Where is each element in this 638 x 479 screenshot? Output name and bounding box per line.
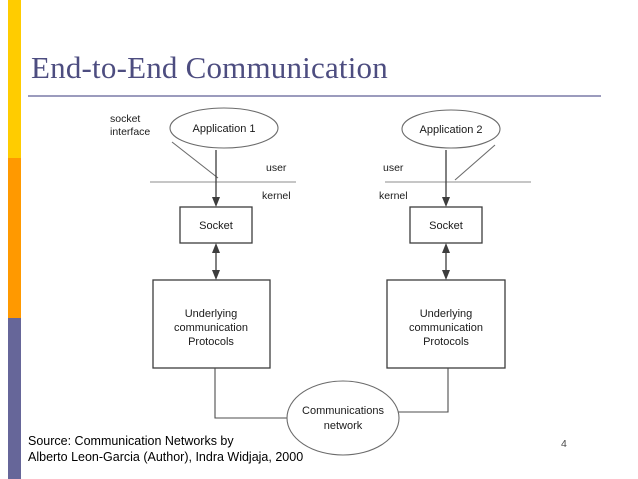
left-socket-box — [179, 206, 253, 244]
left-app-to-socket-arrow-head — [212, 197, 220, 207]
title-divider — [28, 95, 601, 97]
accent-segment-orange — [8, 158, 21, 318]
right-socket-label: Socket — [429, 220, 463, 232]
right-protocols-label-line2: communication — [409, 322, 483, 334]
application-1-label: Application 1 — [193, 123, 256, 135]
accent-bar — [8, 0, 21, 479]
right-app-to-socket-arrow-head — [442, 197, 450, 207]
left-protocols-to-network-connector — [214, 368, 292, 419]
left-socket-protocols-arrow-head-down — [212, 270, 220, 280]
right-protocols-to-network-connector — [396, 368, 449, 413]
right-user-label: user — [383, 162, 404, 174]
left-protocols-label-line1: Underlying — [185, 308, 238, 320]
left-user-label: user — [266, 162, 287, 174]
right-protocols-box — [386, 279, 506, 369]
right-socket-protocols-arrow-head-down — [442, 270, 450, 280]
accent-segment-purple — [8, 318, 21, 479]
source-citation: Source: Communication Networks by Alberto… — [28, 433, 303, 465]
accent-segment-yellow — [8, 0, 21, 158]
source-line-1: Source: Communication Networks by — [28, 434, 234, 448]
right-socket-protocols-arrow-head-up — [442, 243, 450, 253]
right-socket-box — [409, 206, 483, 244]
right-protocols-label-line1: Underlying — [420, 308, 473, 320]
socket-interface-leader-line — [171, 141, 219, 179]
application-2-leader-line — [454, 144, 496, 181]
application-2-ellipse — [401, 109, 501, 149]
left-protocols-box — [152, 279, 271, 369]
page-title: End-to-End Communication — [31, 50, 388, 85]
socket-interface-label-line1: socket — [110, 113, 140, 125]
left-kernel-label: kernel — [262, 190, 291, 202]
source-line-2: Alberto Leon-Garcia (Author), Indra Widj… — [28, 450, 304, 464]
communications-network-label-line1: Communications — [302, 405, 384, 417]
right-kernel-label: kernel — [379, 190, 408, 202]
communications-network-ellipse — [286, 380, 400, 456]
left-socket-protocols-arrow-head-up — [212, 243, 220, 253]
application-1-ellipse — [169, 107, 279, 149]
left-protocols-label-line3: Protocols — [188, 336, 234, 348]
application-2-label: Application 2 — [420, 124, 483, 136]
slide-number: 4 — [561, 438, 567, 450]
left-protocols-label-line2: communication — [174, 322, 248, 334]
left-socket-label: Socket — [199, 220, 233, 232]
communications-network-label-line2: network — [324, 420, 363, 432]
socket-interface-label-line2: interface — [110, 126, 150, 138]
right-protocols-label-line3: Protocols — [423, 336, 469, 348]
